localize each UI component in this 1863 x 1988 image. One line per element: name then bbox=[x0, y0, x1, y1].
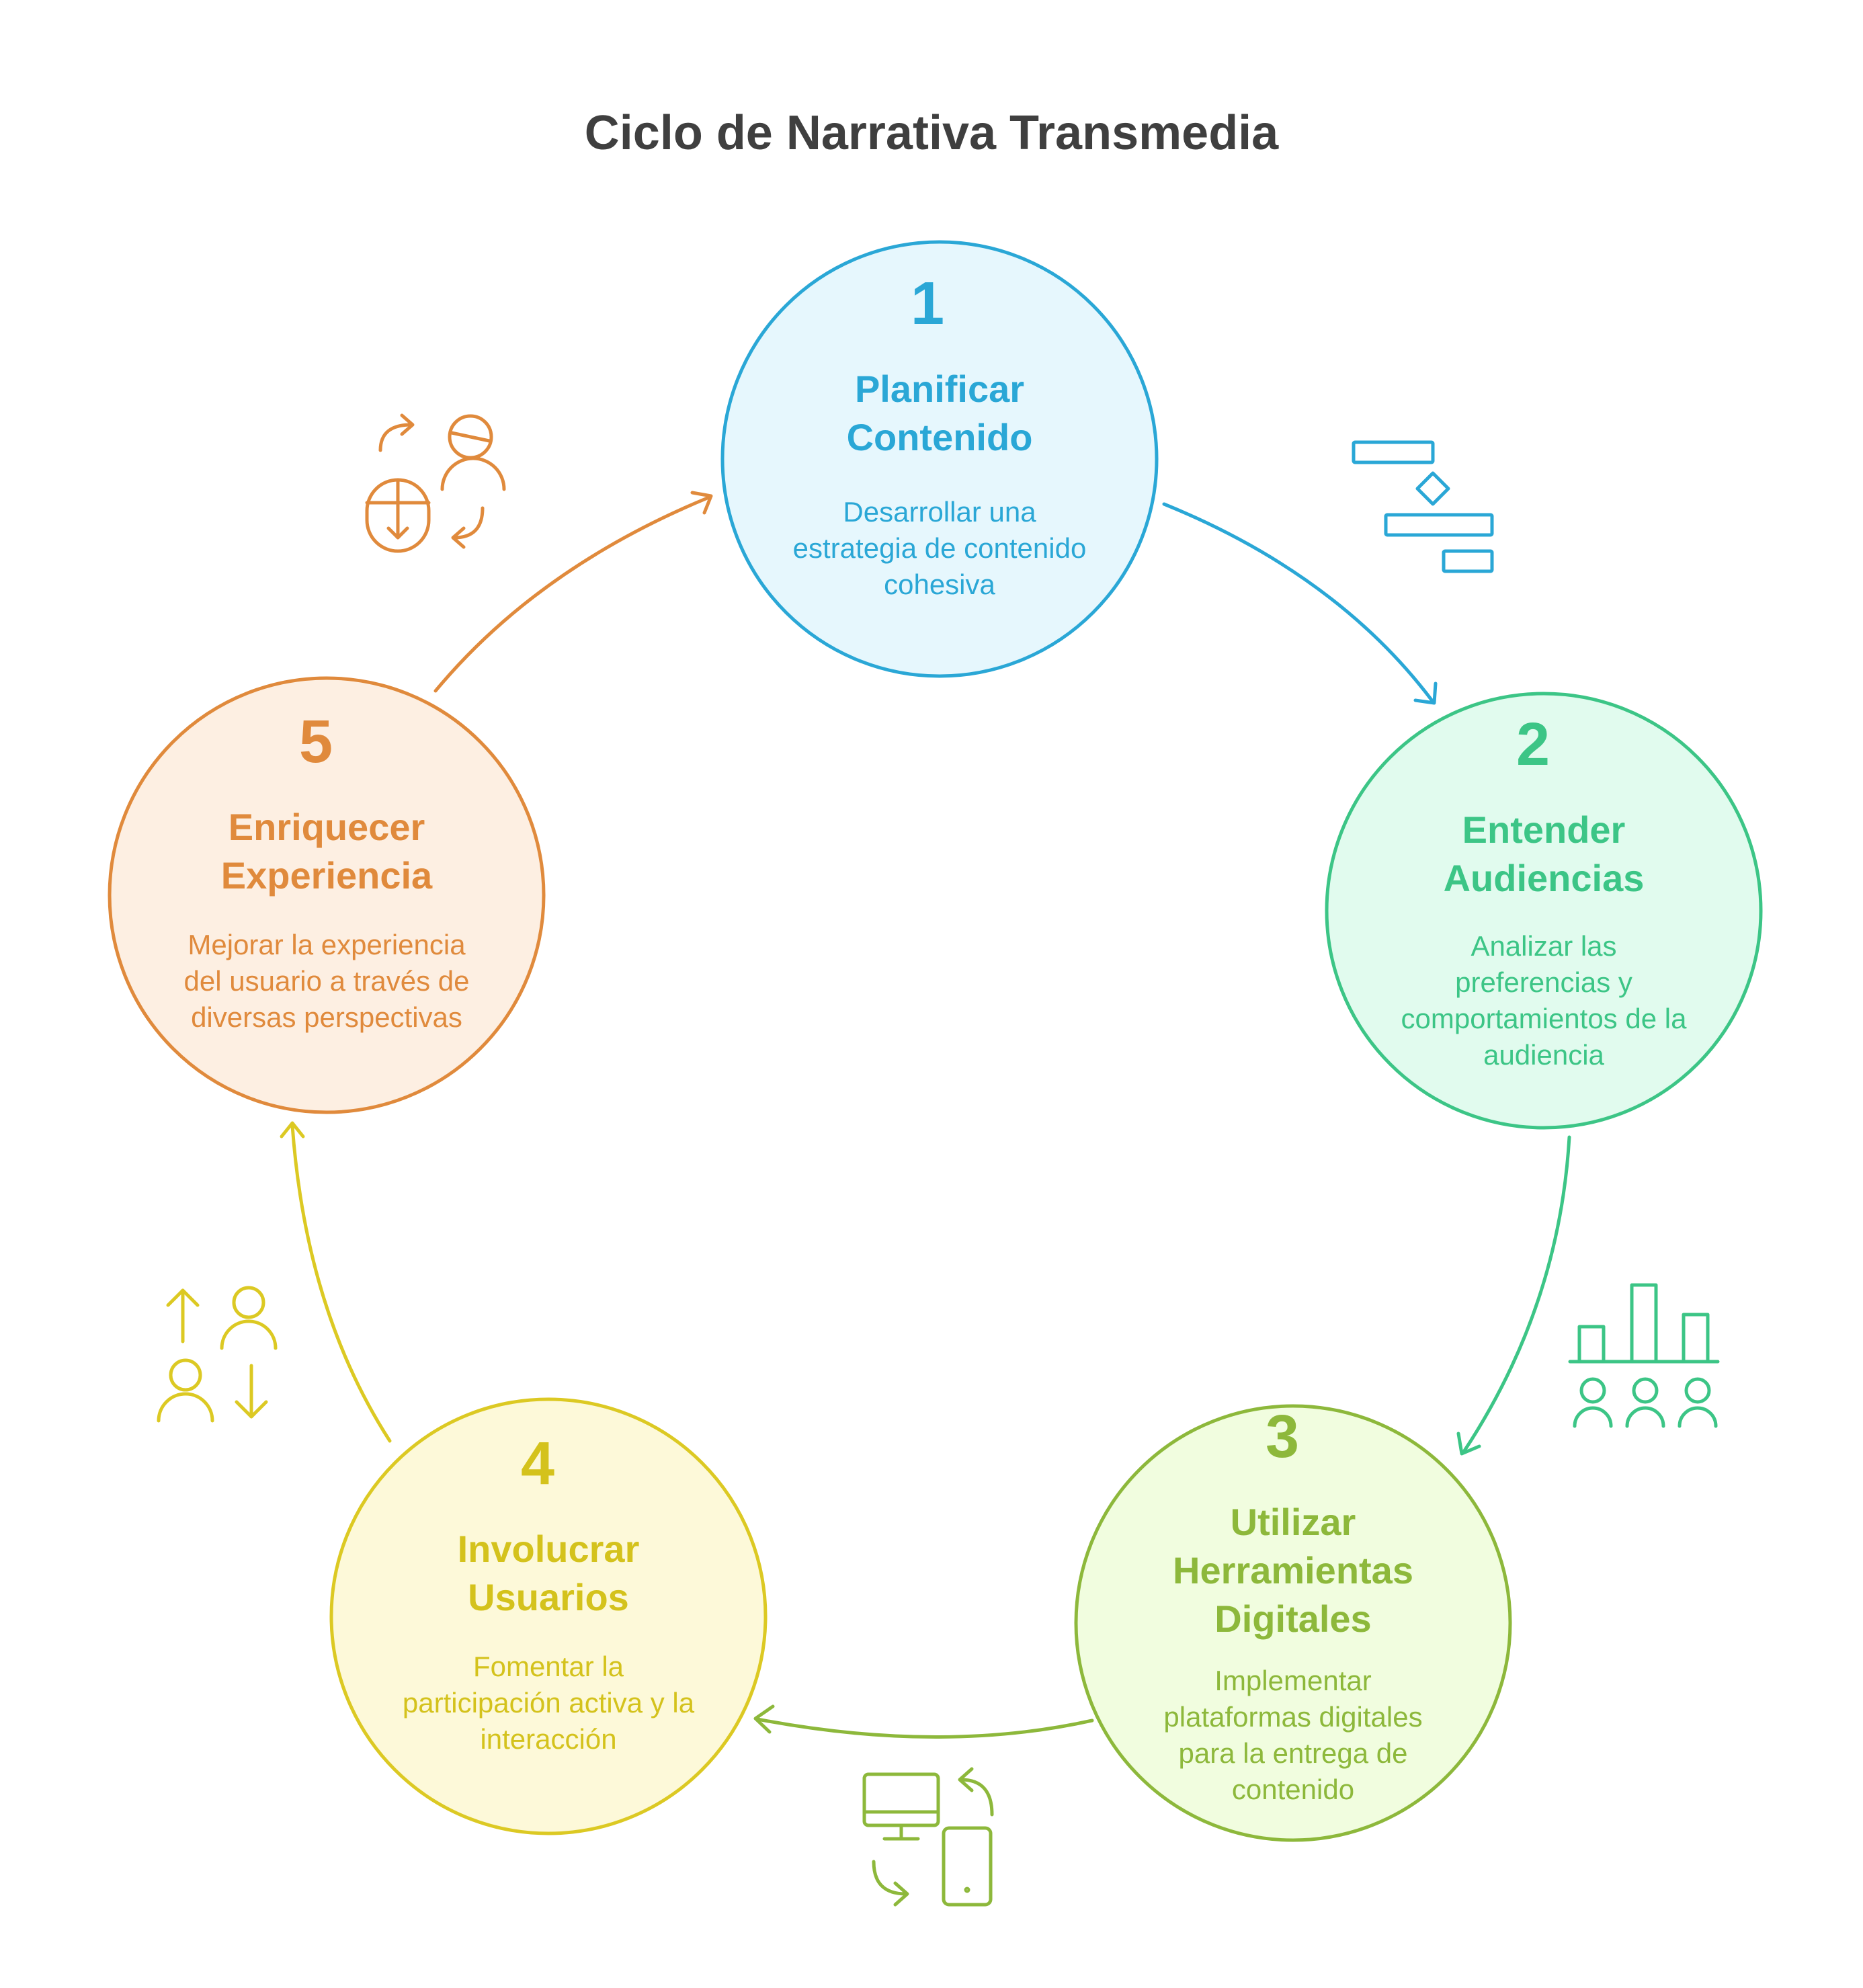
step-heading-line: Enriquecer bbox=[229, 806, 425, 848]
step-heading-line: Planificar bbox=[855, 368, 1024, 410]
step-description-line: para la entrega de bbox=[1179, 1737, 1408, 1769]
step-description-line: Fomentar la bbox=[473, 1651, 624, 1682]
arrow-4-to-5 bbox=[280, 1121, 392, 1443]
perspective-shift-icon bbox=[365, 413, 506, 553]
step-heading-line: Involucrar bbox=[458, 1528, 640, 1570]
step-circle bbox=[108, 676, 546, 1114]
cycle-arrows bbox=[280, 491, 1571, 1739]
step-description-line: comportamientos de la bbox=[1401, 1003, 1688, 1034]
diagram-title: Ciclo de Narrativa Transmedia bbox=[585, 106, 1279, 160]
gantt-chart-icon bbox=[1352, 440, 1494, 573]
step-circle bbox=[1074, 1404, 1512, 1842]
step-heading-line: Experiencia bbox=[221, 854, 433, 897]
step-description-line: Analizar las bbox=[1471, 930, 1616, 962]
step-number: 2 bbox=[1516, 711, 1550, 778]
step-description-line: contenido bbox=[1232, 1774, 1354, 1805]
arrow-2-to-3 bbox=[1456, 1135, 1571, 1456]
arrow-3-to-4 bbox=[753, 1704, 1094, 1739]
step-circle bbox=[329, 1397, 768, 1835]
device-sync-icon bbox=[862, 1767, 994, 1907]
step-description-line: estrategia de contenido bbox=[793, 532, 1087, 564]
step-number: 4 bbox=[521, 1430, 554, 1497]
step-number: 1 bbox=[911, 270, 944, 337]
audience-analytics-icon bbox=[1568, 1283, 1720, 1428]
step-heading-line: Audiencias bbox=[1444, 857, 1645, 899]
step-circle bbox=[720, 240, 1159, 678]
step-description-line: cohesiva bbox=[884, 569, 995, 600]
step-description-line: Implementar bbox=[1214, 1665, 1371, 1696]
step-heading-line: Usuarios bbox=[468, 1576, 629, 1618]
step-description-line: participación activa y la bbox=[403, 1687, 695, 1718]
step-heading-line: Herramientas bbox=[1173, 1549, 1413, 1591]
user-exchange-icon bbox=[157, 1286, 278, 1423]
step-number: 3 bbox=[1266, 1403, 1299, 1471]
step-heading-line: Digitales bbox=[1214, 1598, 1371, 1640]
step-description-line: Desarrollar una bbox=[843, 496, 1036, 528]
arrow-1-to-2 bbox=[1162, 502, 1438, 705]
step-description-line: audiencia bbox=[1483, 1039, 1604, 1071]
step-description-line: Mejorar la experiencia bbox=[188, 929, 466, 960]
step-description-line: del usuario a través de bbox=[184, 965, 470, 997]
step-circle bbox=[1325, 692, 1763, 1130]
step-heading-line: Contenido bbox=[847, 416, 1033, 458]
step-description-line: plataformas digitales bbox=[1163, 1701, 1422, 1733]
step-description-line: interacción bbox=[480, 1723, 616, 1755]
step-description-line: diversas perspectivas bbox=[191, 1001, 462, 1033]
arrow-5-to-1 bbox=[433, 491, 713, 693]
step-3: 3UtilizarHerramientasDigitalesImplementa… bbox=[1074, 1403, 1512, 1842]
step-heading-line: Utilizar bbox=[1231, 1501, 1356, 1543]
step-number: 5 bbox=[299, 708, 333, 776]
step-description-line: preferencias y bbox=[1455, 966, 1632, 998]
step-heading-line: Entender bbox=[1462, 809, 1626, 851]
